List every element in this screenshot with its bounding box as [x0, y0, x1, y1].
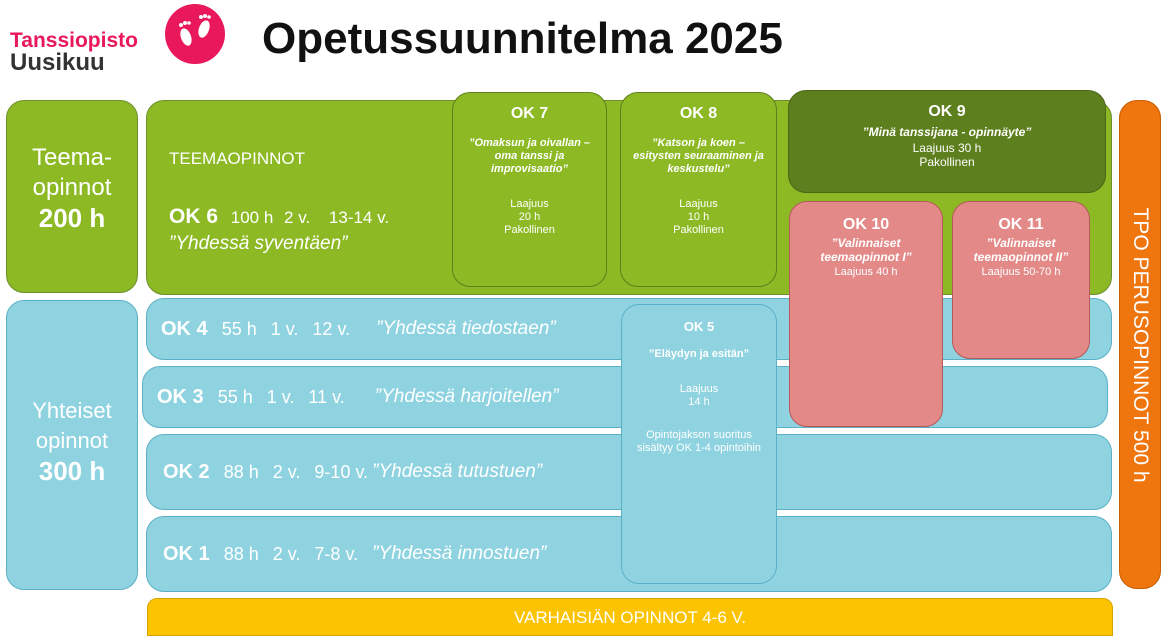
ok9-scope: Laajuus 30 h	[912, 141, 982, 155]
ok7-name: ”Omaksun ja oivallan – oma tanssi ja imp…	[468, 137, 591, 175]
teema-hours: 200 h	[38, 203, 106, 233]
ok4-hours: 55 h	[221, 318, 257, 339]
ok11-title: OK 11	[998, 216, 1044, 233]
ok1-hours: 88 h	[223, 543, 259, 564]
ok11-name: ”Valinnaiset teemaopinnot II”	[973, 236, 1069, 264]
ok8-scope-label: Laajuus	[679, 198, 718, 210]
school-logo-text: Tanssiopisto Uusikuu	[10, 29, 160, 76]
ok5-scope: 14 h	[688, 396, 710, 408]
yhteiset-opinnot-box: Yhteiset opinnot 300 h	[6, 300, 138, 590]
ok9-name: ”Minä tanssijana - opinnäyte”	[862, 125, 1032, 139]
ok9-title: OK 9	[928, 103, 966, 120]
ok7-scope: 20 h	[518, 211, 541, 223]
ok2-age: 9-10 v.	[314, 461, 369, 482]
ok1-name: ”Yhdessä innostuen”	[372, 543, 547, 564]
tpo-label: TPO PERUSOPINNOT 500 h	[1129, 206, 1152, 483]
ok4-age: 12 v.	[312, 318, 351, 339]
yhteiset-line2: opinnot	[35, 428, 109, 453]
ok10-scope: Laajuus 40 h	[834, 266, 898, 278]
ok1-age: 7-8 v.	[314, 543, 359, 564]
ok5-title: OK 5	[683, 319, 715, 334]
ok3-age: 11 v.	[308, 386, 345, 407]
ok5-note: Opintojakson suoritus sisältyy OK 1-4 op…	[636, 429, 762, 454]
ok1-years: 2 v.	[272, 543, 301, 564]
ok6-name: ”Yhdessä syventäen”	[169, 233, 348, 254]
ok7-title: OK 7	[510, 105, 549, 122]
ok6-code: OK 6	[169, 205, 219, 228]
ok8-status: Pakollinen	[673, 224, 724, 236]
ok2-name: ”Yhdessä tutustuen”	[372, 461, 543, 482]
ok7-scope-label: Laajuus	[510, 198, 549, 210]
ok2-code: OK 2	[163, 460, 210, 483]
ok6-age: 13-14 v.	[328, 208, 390, 227]
ok5-scope-label: Laajuus	[679, 383, 719, 395]
ok4-name: ”Yhdessä tiedostaen”	[376, 318, 556, 339]
ok9-status: Pakollinen	[919, 155, 975, 169]
varhaisian-opinnot-bar: VARHAISIÄN OPINNOT 4-6 V.	[147, 598, 1113, 636]
ok7-status: Pakollinen	[504, 224, 555, 236]
ok3-code: OK 3	[157, 385, 204, 408]
ok1-code: OK 1	[163, 542, 210, 565]
varhaisian-label: VARHAISIÄN OPINNOT 4-6 V.	[513, 608, 747, 627]
teema-line1: Teema-	[31, 144, 113, 171]
ok2-years: 2 v.	[272, 461, 301, 482]
ok11-card: OK 11 ”Valinnaiset teemaopinnot II” Laaj…	[952, 201, 1090, 359]
ok9-card: OK 9 ”Minä tanssijana - opinnäyte” Laaju…	[788, 90, 1106, 193]
ok10-card: OK 10 ”Valinnaiset teemaopinnot I” Laaju…	[789, 201, 943, 427]
ok8-title: OK 8	[679, 105, 718, 122]
teemaopinnot-label: TEEMAOPINNOT	[169, 149, 306, 168]
ok2-hours: 88 h	[223, 461, 259, 482]
ok6-line: OK 6 100 h 2 v. 13-14 v.	[169, 205, 389, 229]
school-name-line2: Uusikuu	[10, 49, 105, 76]
yhteiset-hours: 300 h	[38, 456, 106, 486]
ok6-hours: 100 h	[230, 208, 274, 227]
ok4-years: 1 v.	[270, 318, 299, 339]
teema-line2: opinnot	[32, 174, 112, 201]
teema-opinnot-box: Teema- opinnot 200 h	[6, 100, 138, 293]
ok10-title: OK 10	[842, 216, 890, 233]
ok8-name: ”Katson ja koen – esitysten seuraaminen …	[633, 137, 764, 175]
page-title: Opetussuunnitelma 2025	[262, 14, 783, 63]
footprints-icon	[164, 3, 226, 65]
tpo-perusopinnot-bar: TPO PERUSOPINNOT 500 h	[1119, 100, 1161, 589]
ok11-scope: Laajuus 50-70 h	[981, 266, 1061, 278]
ok3-hours: 55 h	[217, 386, 253, 407]
school-name-line1: Tanssiopisto	[10, 29, 138, 52]
ok4-code: OK 4	[161, 317, 208, 340]
ok3-name: ”Yhdessä harjoitellen”	[374, 386, 559, 407]
ok8-card: OK 8 ”Katson ja koen – esitysten seuraam…	[620, 92, 777, 287]
ok5-name: ”Eläydyn ja esitän”	[648, 348, 750, 360]
ok5-card: OK 5 ”Eläydyn ja esitän” Laajuus 14 h Op…	[621, 304, 777, 584]
ok7-card: OK 7 ”Omaksun ja oivallan – oma tanssi j…	[452, 92, 607, 287]
ok10-name: ”Valinnaiset teemaopinnot I”	[820, 236, 912, 264]
ok8-scope: 10 h	[687, 211, 710, 223]
yhteiset-line1: Yhteiset	[32, 398, 112, 423]
ok3-years: 1 v.	[266, 386, 295, 407]
ok6-years: 2 v.	[284, 208, 311, 227]
